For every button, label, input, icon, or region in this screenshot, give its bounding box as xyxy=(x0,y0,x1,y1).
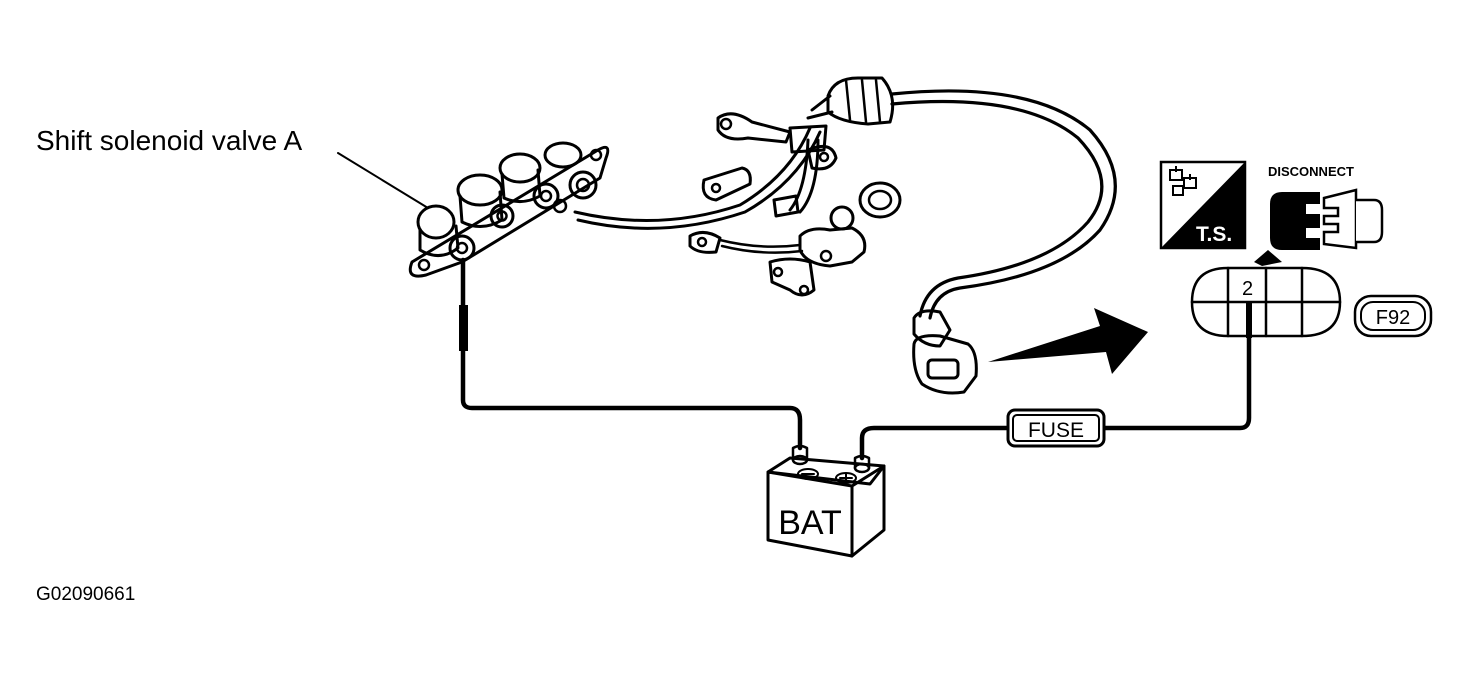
connector-face: 2 xyxy=(1190,250,1342,338)
tester-icon: T.S. xyxy=(1159,160,1247,250)
connector-id-label: F92 xyxy=(1376,307,1410,329)
fuse: FUSE xyxy=(1006,408,1106,448)
direction-arrow xyxy=(988,308,1148,374)
terminal-number: 2 xyxy=(1242,278,1253,300)
fuse-label: FUSE xyxy=(1028,419,1084,442)
probe-arrow xyxy=(1254,250,1282,266)
ground-wire xyxy=(460,257,803,451)
disconnect-label: DISCONNECT xyxy=(1268,164,1354,179)
disconnect-connector-icon: DISCONNECT xyxy=(1268,164,1384,250)
battery-to-fuse-wire xyxy=(859,425,1013,461)
minus-icon xyxy=(797,468,819,480)
solenoid-valve-assembly xyxy=(408,141,610,278)
figure-id: G02090661 xyxy=(36,584,135,605)
label-leader-line xyxy=(337,152,429,209)
wiring-harness xyxy=(573,76,1117,395)
battery-label: BAT xyxy=(778,504,842,542)
connector-id-badge: F92 xyxy=(1353,294,1433,338)
probe-pin xyxy=(1246,302,1252,338)
battery: BAT xyxy=(766,444,886,558)
tester-label: T.S. xyxy=(1196,223,1232,246)
fuse-to-pin-wire xyxy=(1101,335,1252,431)
component-label: Shift solenoid valve A xyxy=(36,125,302,156)
